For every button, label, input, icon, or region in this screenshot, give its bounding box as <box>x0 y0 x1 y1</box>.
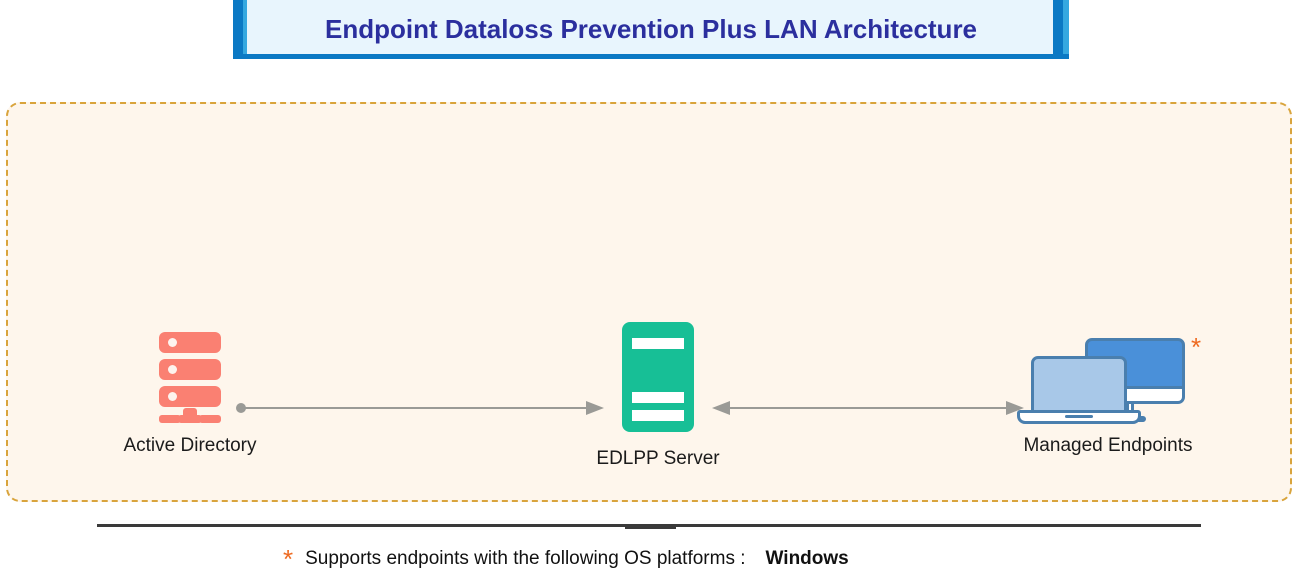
title-accent-bar-left <box>233 0 247 59</box>
node-active-directory[interactable]: Active Directory <box>100 329 280 457</box>
node-label-edlpp-server: EDLPP Server <box>596 448 720 469</box>
node-label-managed-endpoints: Managed Endpoints <box>1023 435 1193 456</box>
title-underline <box>233 54 1069 59</box>
laptop-screen <box>1031 356 1127 413</box>
footnote-text: Supports endpoints with the following OS… <box>305 548 746 569</box>
connector-ad-to-server <box>236 401 604 415</box>
page-title: Endpoint Dataloss Prevention Plus LAN Ar… <box>324 14 978 44</box>
server-rack-base-left <box>159 415 181 423</box>
server-slot-1 <box>632 338 684 349</box>
server-rack-base-right <box>199 415 221 423</box>
node-managed-endpoints[interactable]: * Managed Endpoints <box>1008 332 1208 457</box>
server-tower-icon <box>622 322 694 432</box>
server-rack-icon <box>150 329 230 429</box>
footer-divider-accent <box>625 524 676 529</box>
node-label-active-directory: Active Directory <box>123 435 257 456</box>
architecture-panel: Active Directory EDLPP Server * Managed … <box>6 102 1292 502</box>
footnote-asterisk-icon: * <box>283 544 294 574</box>
server-slot-2 <box>632 392 684 403</box>
footnote-platform-windows: Windows <box>765 548 849 569</box>
desktop-laptop-icon: * <box>1013 332 1203 427</box>
server-rack-base-center <box>178 408 202 423</box>
server-rack-unit-2 <box>159 359 221 380</box>
diagram-title-banner: Endpoint Dataloss Prevention Plus LAN Ar… <box>233 0 1069 59</box>
title-accent-bar-right <box>1053 0 1069 59</box>
endpoint-footnote-asterisk-icon: * <box>1191 332 1202 362</box>
server-rack-unit-1 <box>159 332 221 353</box>
laptop-trackpad-notch <box>1065 415 1093 418</box>
server-slot-3 <box>632 410 684 421</box>
connector-server-to-endpoints <box>712 401 1024 415</box>
node-edlpp-server[interactable]: EDLPP Server <box>568 322 748 470</box>
footnote: * Supports endpoints with the following … <box>283 546 849 572</box>
server-rack-unit-3 <box>159 386 221 407</box>
